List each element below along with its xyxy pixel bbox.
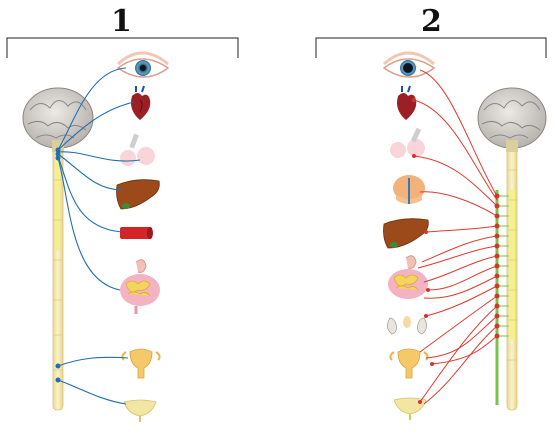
panel-2-label: 2 bbox=[421, 4, 442, 39]
uterus-icon bbox=[121, 348, 161, 379]
eye-icon bbox=[116, 51, 170, 78]
eye-icon bbox=[382, 51, 436, 78]
panel-1-nerves bbox=[57, 67, 141, 405]
brain-icon bbox=[22, 87, 94, 152]
uterus-icon bbox=[389, 348, 429, 379]
panel-1-nerve-points bbox=[55, 147, 61, 383]
panel-1 bbox=[22, 51, 170, 422]
heart-icon bbox=[397, 85, 417, 120]
panel-2 bbox=[382, 51, 547, 420]
brain-icon bbox=[477, 87, 547, 152]
digestive-tract-icon bbox=[388, 255, 428, 299]
spinal-cord-1 bbox=[52, 139, 64, 411]
panel-2-bracket bbox=[315, 37, 547, 58]
lungs-icon bbox=[390, 127, 425, 158]
intestine-segment-icon bbox=[120, 227, 153, 239]
panel-1-bracket bbox=[6, 37, 239, 58]
digestive-tract-icon bbox=[120, 259, 160, 314]
spinal-cord-2 bbox=[506, 139, 518, 411]
heart-icon bbox=[131, 85, 151, 120]
liver-icon bbox=[383, 218, 429, 249]
lungs-icon bbox=[120, 133, 155, 166]
kidneys-icon bbox=[387, 316, 427, 335]
bladder-icon bbox=[123, 399, 157, 422]
panel-2-ganglia bbox=[412, 98, 500, 404]
panel-1-label: 1 bbox=[111, 4, 132, 39]
liver-icon bbox=[116, 179, 160, 210]
stomach-icon bbox=[393, 175, 425, 204]
panel-2-nerves bbox=[413, 69, 498, 405]
